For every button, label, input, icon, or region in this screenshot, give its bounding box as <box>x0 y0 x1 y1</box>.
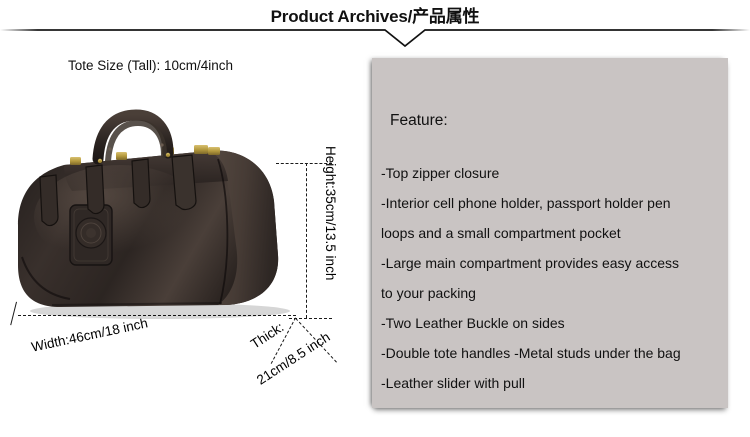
feature-line: -Two Leather Buckle on sides <box>381 315 565 331</box>
height-guide-top-tick <box>276 163 332 164</box>
tote-size-label: Tote Size (Tall): 10cm/4inch <box>68 58 234 73</box>
feature-line: -Double tote handles -Metal studs under … <box>381 345 681 361</box>
embossed-logo-patch <box>69 204 113 266</box>
feature-line: -Interior cell phone holder, passport ho… <box>381 195 671 211</box>
top-handles <box>92 109 174 165</box>
feature-line: -Leather slider with pull <box>381 375 525 391</box>
feature-line: -Large main compartment provides easy ac… <box>381 255 680 271</box>
height-dimension-label: Height:35cm/13.5 inch <box>323 146 338 281</box>
height-guide-line <box>306 163 307 318</box>
page-title: Product Archives/产品属性 <box>270 7 480 26</box>
strap-tabs <box>39 154 197 227</box>
height-guide-bottom-tick <box>289 318 332 319</box>
header-divider <box>0 26 750 48</box>
feature-line: to your packing <box>381 285 476 301</box>
divider-with-chevron-icon <box>0 29 750 48</box>
feature-line: -Top zipper closure <box>381 165 500 181</box>
product-image <box>12 105 312 330</box>
feature-heading: Feature: <box>390 112 448 129</box>
duffel-bag-illustration <box>18 109 290 319</box>
feature-line: loops and a small compartment pocket <box>381 225 621 241</box>
feature-panel: Feature: -Top zipper closure -Interior c… <box>372 58 728 408</box>
feature-list: -Top zipper closure -Interior cell phone… <box>381 158 725 398</box>
width-guide-line <box>18 315 296 316</box>
